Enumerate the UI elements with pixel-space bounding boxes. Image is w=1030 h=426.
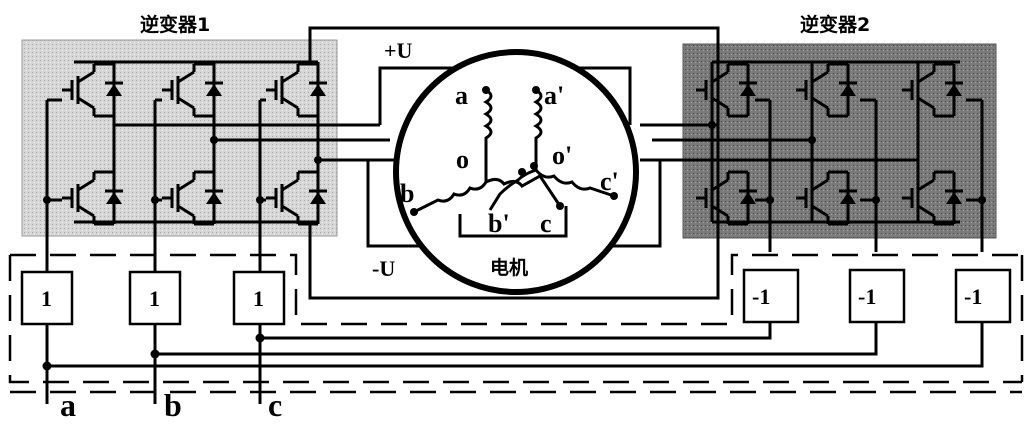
input-b: b <box>164 387 182 423</box>
gain-right-3: -1 <box>964 284 982 309</box>
motor-label: 电机 <box>490 256 528 279</box>
winding-b <box>413 181 488 214</box>
winding-a-prime <box>533 88 543 170</box>
winding-c-prime <box>534 169 615 198</box>
gain-right-1: -1 <box>752 284 770 309</box>
motor-circle <box>393 49 639 295</box>
winding-a <box>483 88 493 182</box>
terminal-c-prime: c' <box>600 167 619 196</box>
inverter2-rails <box>710 60 960 224</box>
terminal-c: c <box>540 209 552 238</box>
terminal-b-prime: b' <box>488 209 510 238</box>
dc-bus-positive-label: +U <box>384 38 413 63</box>
inverter1-title: 逆变器1 <box>140 13 210 36</box>
gain-left-1: 1 <box>41 286 52 311</box>
terminal-o-prime: o' <box>552 141 572 170</box>
dc-bus-outer <box>308 26 720 300</box>
terminal-a-prime: a' <box>544 81 564 110</box>
gain-blocks-left: 1 1 1 <box>20 270 286 326</box>
dc-bus-negative-label: -U <box>372 256 395 281</box>
terminal-o: o <box>456 145 469 174</box>
gain-right-2: -1 <box>858 284 876 309</box>
gain-left-3: 1 <box>253 286 264 311</box>
gain-left-2: 1 <box>149 286 160 311</box>
terminal-a: a <box>455 81 468 110</box>
input-c: c <box>268 387 282 423</box>
input-a: a <box>60 387 76 423</box>
winding-b-prime <box>488 168 537 211</box>
winding-c <box>485 174 562 207</box>
control-region-left <box>8 253 1024 384</box>
inverter1-rails <box>74 60 320 224</box>
gain-blocks-right: -1 -1 -1 <box>742 268 1012 324</box>
inverter2-title: 逆变器2 <box>800 13 870 36</box>
terminal-b: b <box>400 179 414 208</box>
